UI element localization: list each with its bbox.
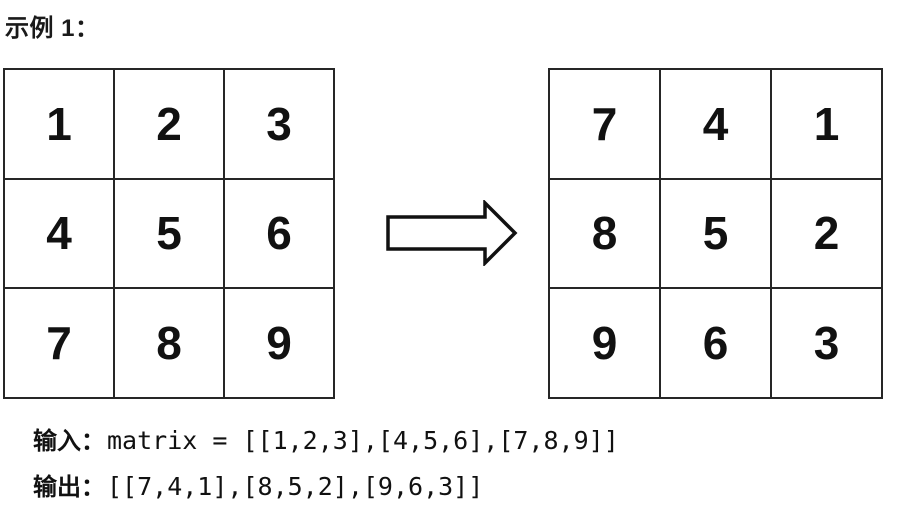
grid-cell: 9 bbox=[225, 289, 333, 397]
output-matrix-grid: 7 4 1 8 5 2 9 6 3 bbox=[548, 68, 883, 399]
grid-cell: 6 bbox=[225, 179, 333, 288]
grid-cell: 3 bbox=[772, 289, 881, 397]
input-matrix-grid: 1 2 3 4 5 6 7 8 9 bbox=[3, 68, 335, 399]
grid-cell: 5 bbox=[115, 179, 223, 288]
io-input-line: 输入： matrix = [[1,2,3],[4,5,6],[7,8,9]] bbox=[33, 421, 619, 456]
io-output-line: 输出： [[7,4,1],[8,5,2],[9,6,3]] bbox=[33, 467, 483, 502]
grid-cell: 9 bbox=[550, 289, 659, 397]
grid-cell: 5 bbox=[661, 179, 770, 288]
grid-cell: 8 bbox=[550, 179, 659, 288]
grid-cell: 4 bbox=[5, 179, 113, 288]
input-code: matrix = [[1,2,3],[4,5,6],[7,8,9]] bbox=[107, 426, 619, 455]
right-arrow-icon bbox=[386, 198, 518, 268]
grid-cell: 6 bbox=[661, 289, 770, 397]
grid-cell: 1 bbox=[772, 70, 881, 178]
example-title: 示例 1： bbox=[5, 15, 100, 42]
grid-cell: 7 bbox=[550, 70, 659, 178]
output-code: [[7,4,1],[8,5,2],[9,6,3]] bbox=[107, 472, 484, 501]
grid-cell: 7 bbox=[5, 289, 113, 397]
grid-cell: 2 bbox=[115, 70, 223, 178]
grid-cell: 3 bbox=[225, 70, 333, 178]
grid-cell: 4 bbox=[661, 70, 770, 178]
grid-cell: 1 bbox=[5, 70, 113, 178]
grid-cell: 2 bbox=[772, 179, 881, 288]
grid-cell: 8 bbox=[115, 289, 223, 397]
input-label: 输入： bbox=[33, 428, 105, 455]
output-label: 输出： bbox=[33, 474, 105, 501]
